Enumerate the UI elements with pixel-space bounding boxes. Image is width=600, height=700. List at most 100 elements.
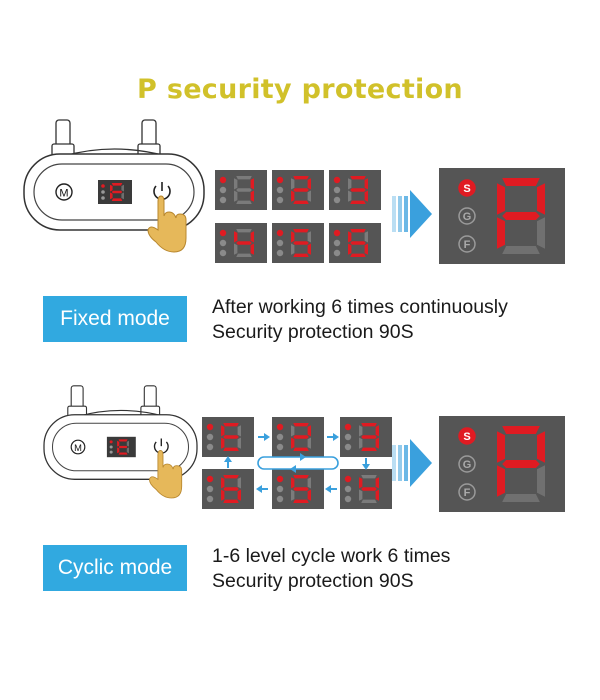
display-digit — [221, 423, 241, 451]
indicator-dot — [333, 239, 341, 247]
segment-g — [293, 188, 309, 192]
segment-a — [223, 423, 239, 427]
pointing-hand-icon — [148, 449, 183, 499]
segment-f — [221, 425, 225, 437]
segment-b — [307, 477, 311, 489]
segment-c — [364, 243, 368, 255]
mode-button-label: M — [59, 188, 68, 200]
segment-c — [375, 437, 379, 449]
result-digit — [497, 426, 545, 502]
segment-c — [126, 447, 129, 454]
segment-d — [350, 200, 366, 204]
mode-button-icon — [55, 183, 73, 201]
display-digit — [348, 176, 368, 204]
arrow-tip — [224, 456, 232, 462]
indicator-dot — [206, 443, 214, 451]
segment-e — [359, 437, 363, 449]
segment-a — [350, 229, 366, 233]
segment-d — [111, 198, 123, 201]
display-digit — [221, 475, 241, 503]
segment-b — [237, 425, 241, 437]
segment-e — [110, 192, 113, 200]
segment-f — [348, 178, 352, 190]
indicator-g — [458, 207, 476, 225]
segment-a — [111, 183, 123, 186]
indicator-dot — [276, 485, 284, 493]
segment-f — [221, 477, 225, 489]
segment-f — [291, 477, 295, 489]
segment-b — [237, 477, 241, 489]
indicator-dot — [333, 249, 341, 257]
indicator-dot — [333, 229, 341, 237]
segment-b — [375, 425, 379, 437]
segment-d — [293, 447, 309, 451]
segment-g — [118, 445, 128, 449]
segment-f — [348, 231, 352, 243]
indicator-dot — [206, 475, 214, 483]
segment-a — [236, 176, 252, 180]
fixed-transition-arrow — [392, 190, 432, 238]
arrow-tip — [362, 464, 370, 470]
display-digit — [359, 423, 379, 451]
cycle-arrow-5 — [256, 485, 268, 493]
segment-d — [293, 253, 309, 257]
arrow-bar — [398, 196, 402, 232]
indicator-f — [458, 235, 476, 253]
arrow-bar — [404, 196, 408, 232]
cyclic-mode-description: 1-6 level cycle work 6 times Security pr… — [212, 544, 450, 594]
segment-e — [221, 489, 225, 501]
segment-b — [307, 425, 311, 437]
indicator-dot — [219, 176, 227, 184]
indicator-dot — [344, 495, 352, 503]
indicator-dot — [276, 423, 284, 431]
segment-c — [307, 437, 311, 449]
cyclic-level-display-4 — [272, 469, 324, 509]
cyclic-level-display-1 — [272, 417, 324, 457]
indicator-dot — [344, 433, 352, 441]
cycle-loop-icon — [257, 453, 339, 473]
fixed-mode-line-1: After working 6 times continuously — [212, 296, 508, 318]
segment-e — [291, 437, 295, 449]
display-digit — [234, 229, 254, 257]
arrow-bar — [392, 445, 396, 481]
display-digit — [359, 475, 379, 503]
indicator-dot — [219, 196, 227, 204]
segment-c — [364, 190, 368, 202]
segment-d — [118, 452, 128, 455]
segment-b — [307, 231, 311, 243]
display-digit — [291, 475, 311, 503]
result-panel-bg — [439, 168, 565, 264]
cycle-arrow-2 — [327, 433, 339, 441]
display-digit — [291, 423, 311, 451]
segment-b — [121, 184, 124, 192]
arrow-tip — [333, 433, 339, 441]
segment-c — [375, 489, 379, 501]
segment-f — [291, 178, 295, 190]
cyclic-level-display-5 — [340, 469, 392, 509]
segment-a — [502, 426, 540, 434]
remote-indicator — [101, 196, 105, 200]
indicator-dot — [206, 433, 214, 441]
indicator-dot — [206, 485, 214, 493]
cyclic-level-display-0 — [202, 417, 254, 457]
loop-arrow — [300, 453, 306, 461]
segment-b — [364, 231, 368, 243]
indicator-s-label: S — [463, 183, 470, 195]
fixed-level-display-5 — [272, 223, 324, 263]
indicator-dot — [219, 186, 227, 194]
display-digit — [291, 176, 311, 204]
arrow-head — [410, 439, 432, 487]
segment-c — [307, 243, 311, 255]
fixed-level-display-4 — [215, 223, 267, 263]
segment-f — [234, 178, 238, 190]
segment-d — [502, 246, 540, 254]
segment-e — [117, 447, 120, 454]
segment-d — [293, 499, 309, 503]
indicator-dot — [276, 249, 284, 257]
cyclic-mode-button[interactable]: Cyclic mode — [43, 545, 187, 591]
indicator-g-label: G — [463, 459, 472, 471]
fixed-mode-button[interactable]: Fixed mode — [43, 296, 187, 342]
segment-d — [361, 447, 377, 451]
indicator-dot — [206, 423, 214, 431]
segment-a — [236, 229, 252, 233]
